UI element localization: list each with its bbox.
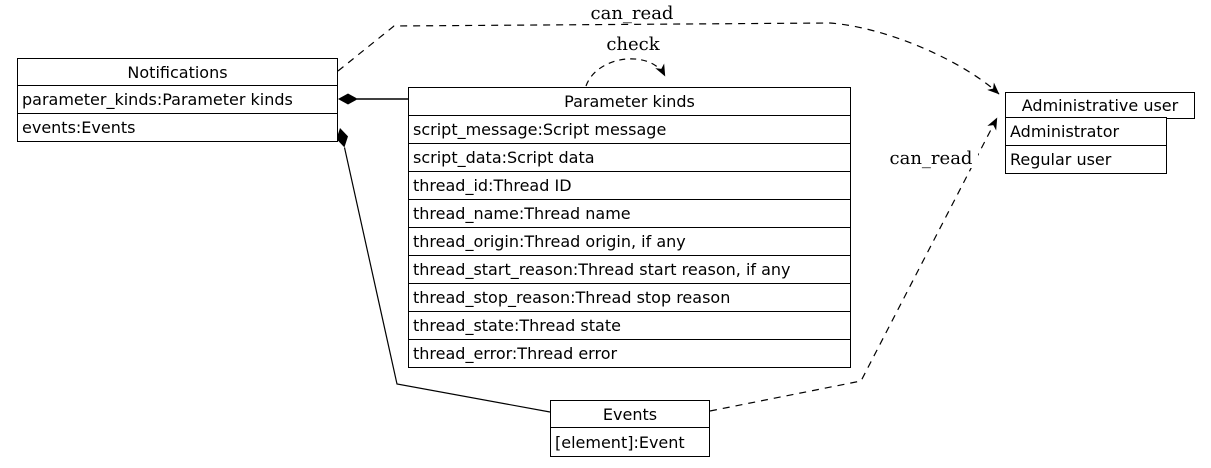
node-notifications: Notifications parameter_kinds:Parameter …: [17, 58, 338, 142]
field-row: thread_stop_reason:Thread stop reason: [408, 283, 851, 312]
node-events: Events [element]:Event: [550, 400, 710, 457]
edge-composition-events: [343, 147, 551, 413]
field-row: Administrator: [1005, 117, 1167, 146]
edge-label-can-read-bottom: can_read: [884, 150, 978, 168]
node-parameter-kinds-title: Parameter kinds: [408, 87, 851, 116]
edge-label-check: check: [601, 36, 665, 54]
edge-check-loop: [585, 58, 666, 87]
field-row: thread_start_reason:Thread start reason,…: [408, 255, 851, 284]
field-row: thread_state:Thread state: [408, 311, 851, 340]
field-row: thread_error:Thread error: [408, 339, 851, 368]
field-row: parameter_kinds:Parameter kinds: [17, 85, 338, 114]
field-row: thread_id:Thread ID: [408, 171, 851, 200]
edge-label-can-read-top: can_read: [586, 5, 678, 23]
node-administrative-user-title: Administrative user: [1005, 92, 1195, 119]
node-administrative-user: Administrative user Administrator Regula…: [1005, 92, 1195, 174]
node-parameter-kinds: Parameter kinds script_message:Script me…: [408, 87, 851, 368]
composition-diamond-parameter-kinds-icon: [338, 93, 358, 105]
field-row: Regular user: [1005, 145, 1167, 174]
node-events-title: Events: [550, 400, 710, 428]
composition-diamond-events-icon: [336, 128, 348, 148]
field-row: events:Events: [17, 113, 338, 142]
field-row: script_message:Script message: [408, 115, 851, 144]
edge-can-read-top: [337, 22, 1000, 95]
edge-can-read-bottom: [709, 117, 998, 412]
field-row: script_data:Script data: [408, 143, 851, 172]
node-notifications-title: Notifications: [17, 58, 338, 86]
field-row: [element]:Event: [550, 427, 710, 457]
field-row: thread_name:Thread name: [408, 199, 851, 228]
field-row: thread_origin:Thread origin, if any: [408, 227, 851, 256]
